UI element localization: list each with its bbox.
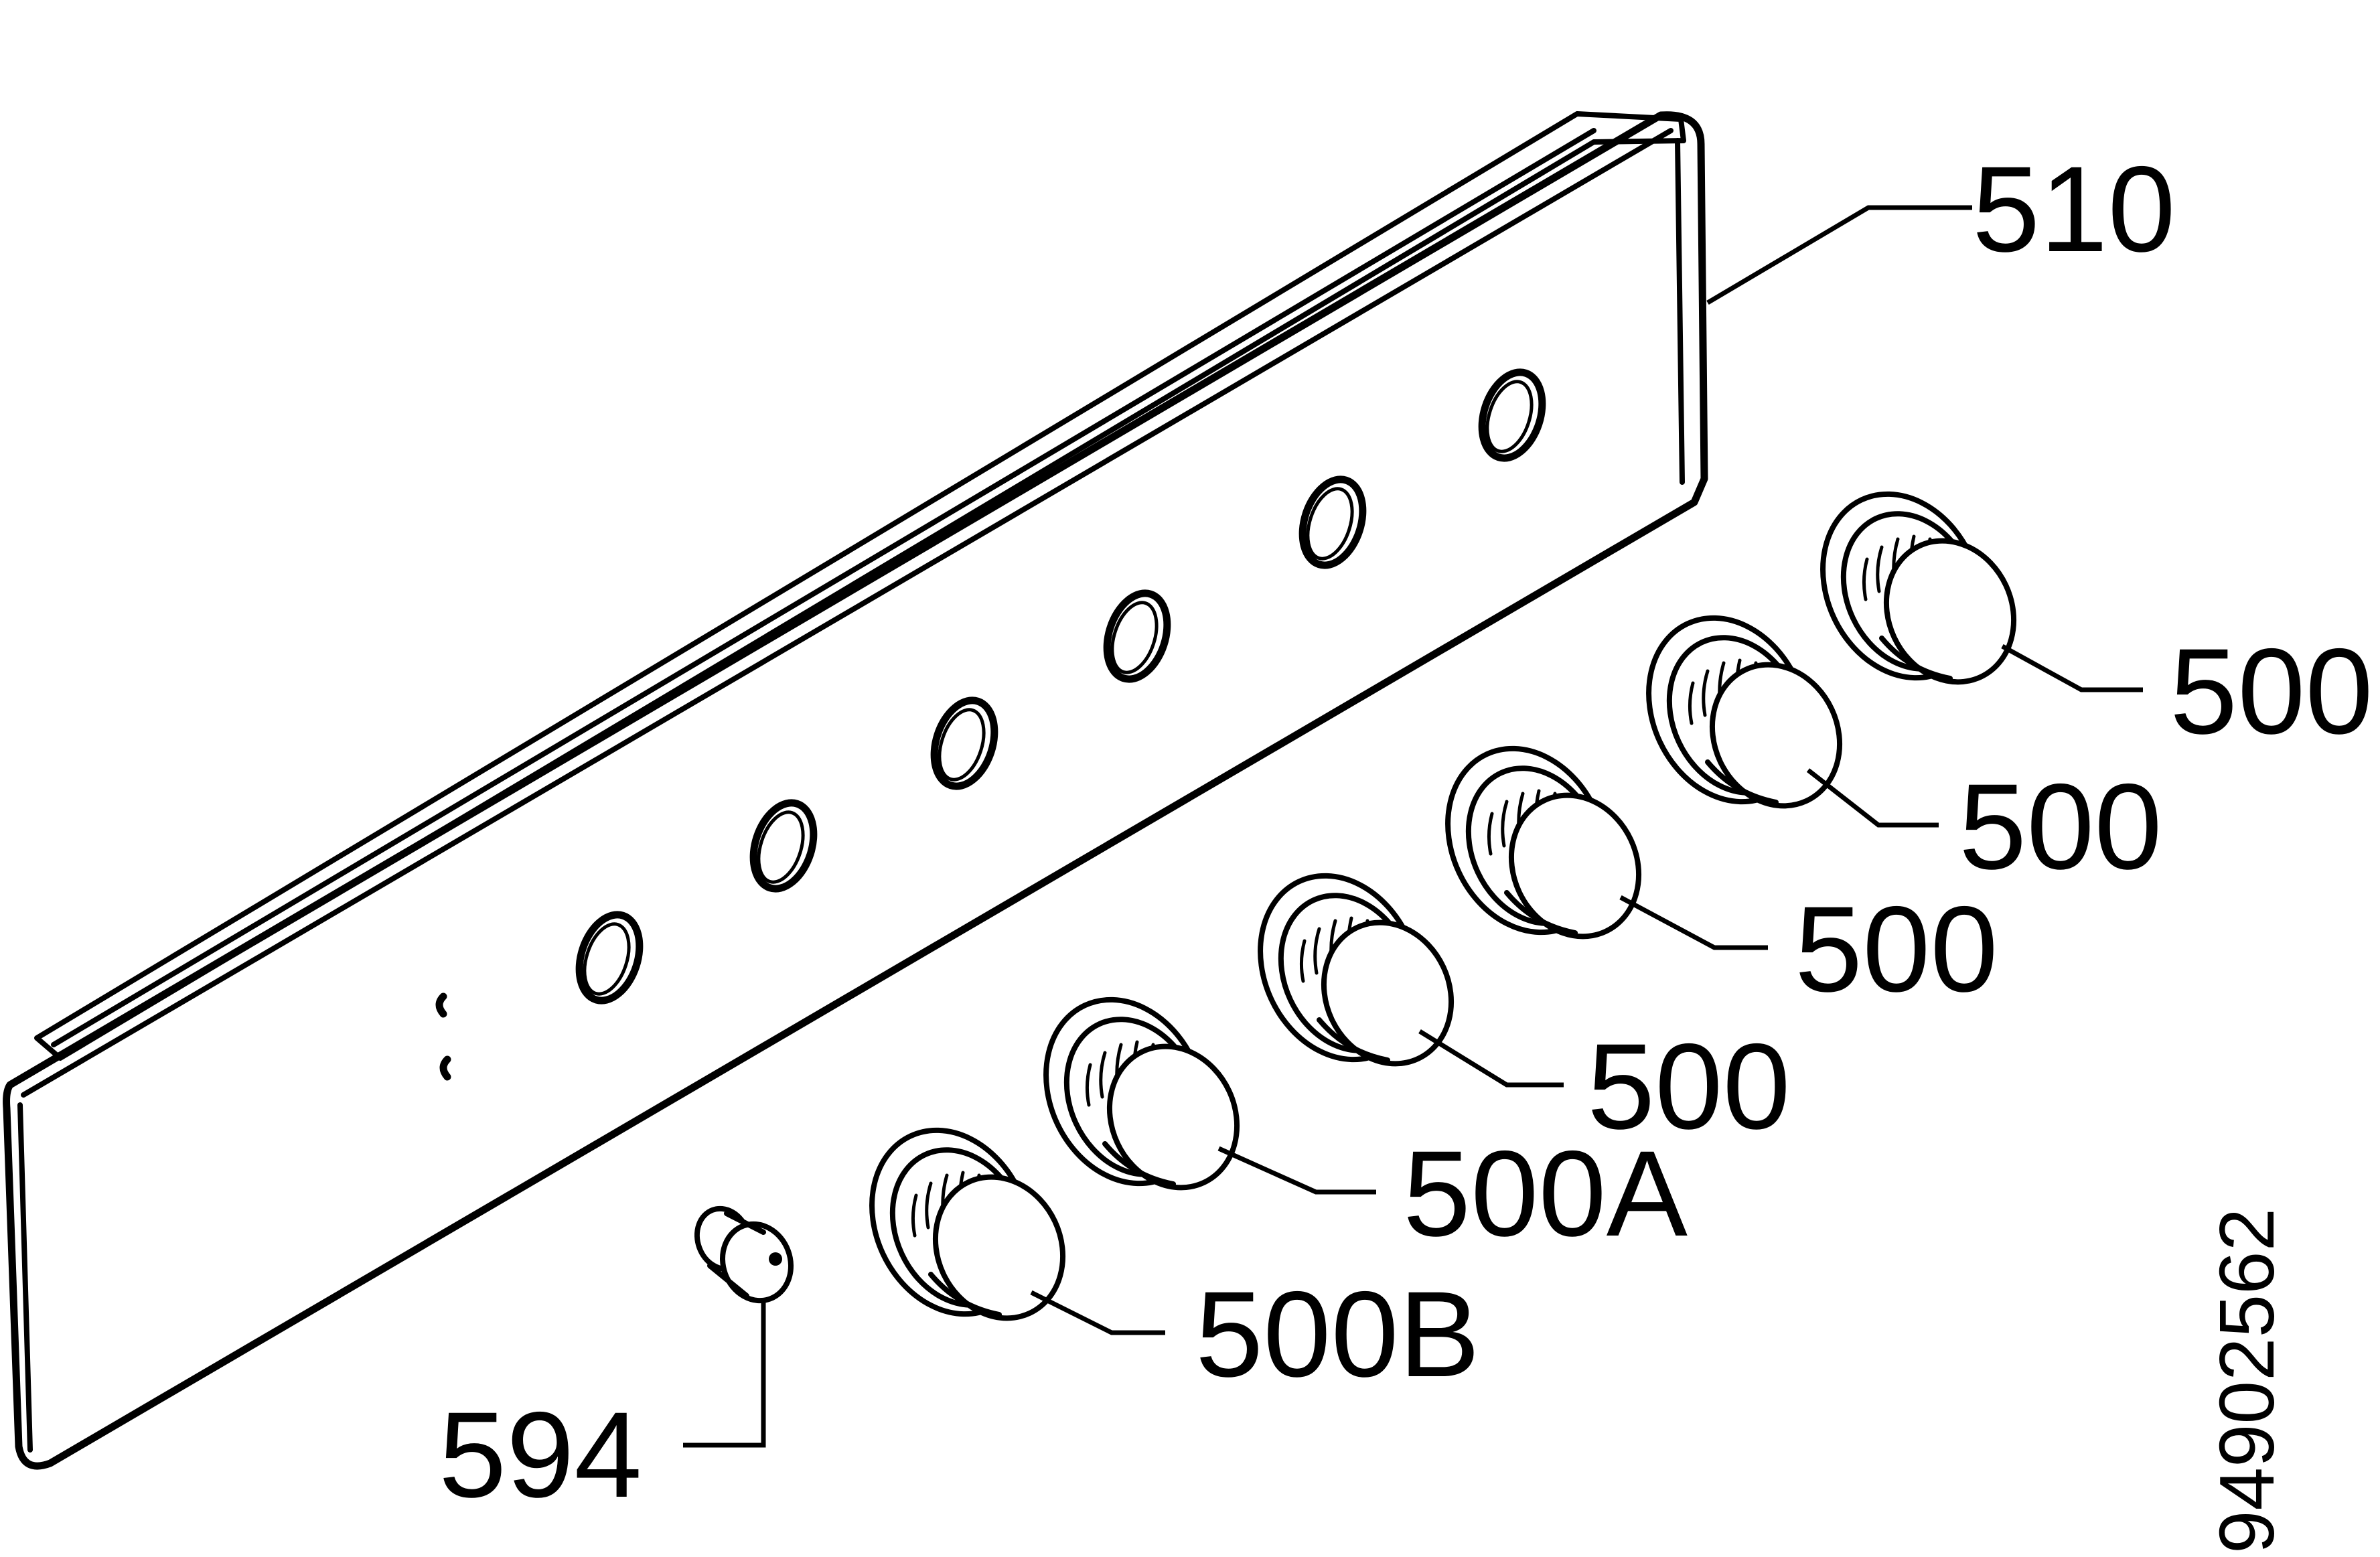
knob-hole: [1103, 589, 1171, 683]
leader-lines: [683, 205, 2143, 1448]
callout-knob-4: 500: [1587, 1018, 1791, 1155]
knob-500a: [1017, 974, 1260, 1209]
knob-500-4: [1231, 850, 1474, 1086]
lamp-slot-mark: [435, 992, 451, 1081]
callout-knob-1: 500: [2170, 623, 2373, 759]
callout-knob-2: 500: [1959, 758, 2162, 895]
indicator-lamp: [694, 1205, 794, 1304]
knob-hole: [1478, 368, 1546, 462]
knob-500-2: [1619, 592, 1862, 828]
callout-knob-5: 500A: [1403, 1125, 1688, 1262]
callout-panel: 510: [1972, 141, 2176, 277]
callout-indicator-lamp: 594: [439, 1386, 642, 1523]
document-number: 94902562: [2203, 1208, 2290, 1554]
callout-knob-6: 500B: [1195, 1266, 1480, 1402]
knob-hole: [1298, 475, 1367, 569]
knob-500-1: [1793, 468, 2036, 704]
knob-hole: [575, 911, 644, 1005]
knob-hole: [930, 696, 998, 790]
knob-500-3: [1418, 723, 1661, 958]
control-panel: [3, 111, 1708, 1470]
callout-knob-3: 500: [1795, 881, 1998, 1017]
knob-hole: [749, 799, 818, 893]
knob-500b: [842, 1104, 1086, 1340]
